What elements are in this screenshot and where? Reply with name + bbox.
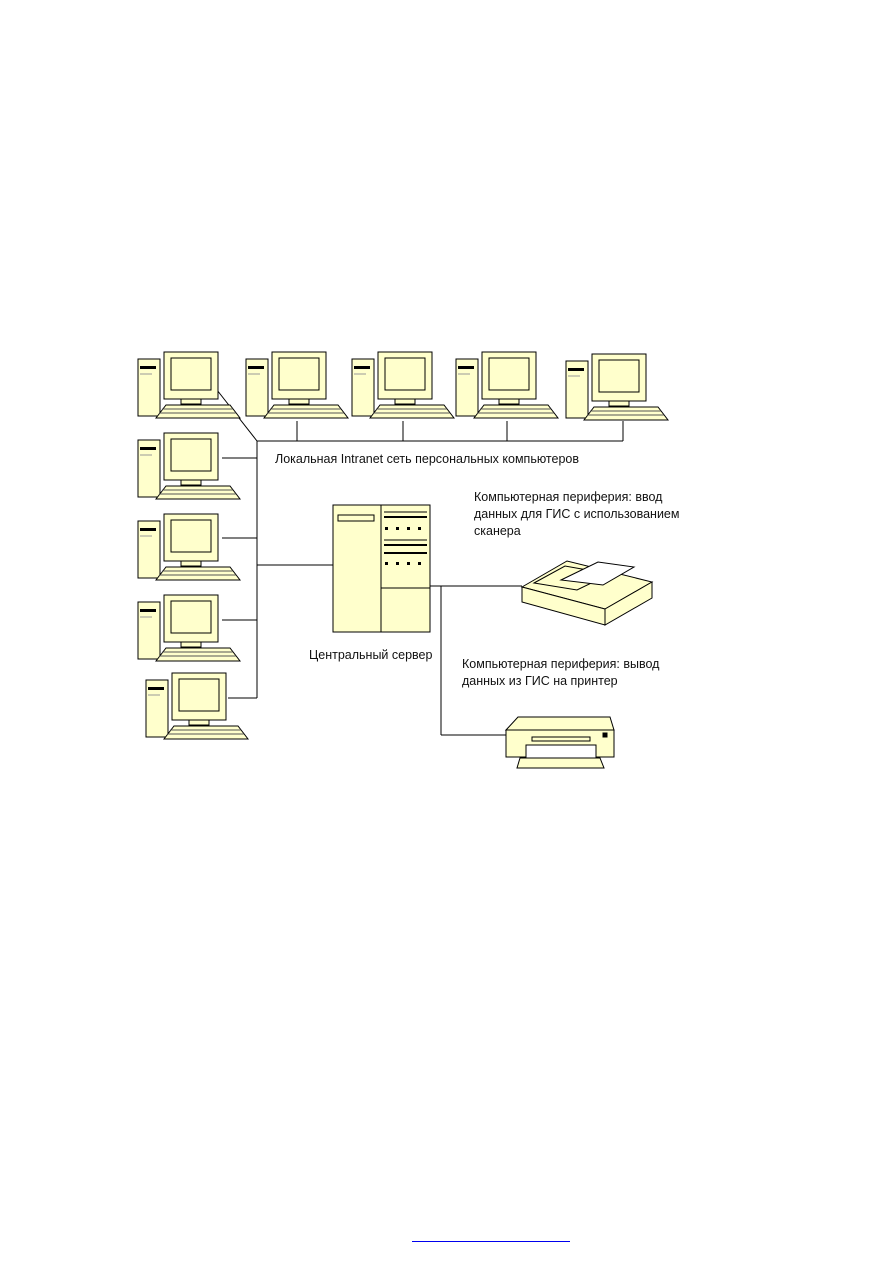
network-cables xyxy=(216,389,624,736)
scanner-label-line-3: сканера xyxy=(474,524,521,538)
scanner-label-line-1: Компьютерная периферия: ввод xyxy=(474,490,663,504)
scanner-label-line-2: данных для ГИС с использованием xyxy=(474,507,680,521)
workstation-icon xyxy=(565,353,669,421)
server-cabinet-icon xyxy=(332,504,431,633)
flatbed-scanner-icon xyxy=(520,560,654,626)
workstation-icon xyxy=(245,351,349,419)
workstation-icon xyxy=(137,351,241,419)
printer-label-line-1: Компьютерная периферия: вывод xyxy=(462,657,660,671)
lan-label: Локальная Intranet сеть персональных ком… xyxy=(275,452,580,466)
workstation-icon xyxy=(455,351,559,419)
printer-label-line-2: данных из ГИС на принтер xyxy=(462,674,618,688)
workstation-icon xyxy=(137,513,241,581)
workstation-icon xyxy=(351,351,455,419)
workstation-icon xyxy=(137,432,241,500)
footer-link[interactable] xyxy=(412,1241,570,1242)
workstation-icon xyxy=(137,594,241,662)
printer-icon xyxy=(504,716,615,769)
server-label: Центральный сервер xyxy=(309,648,433,662)
workstation-icon xyxy=(145,672,249,740)
